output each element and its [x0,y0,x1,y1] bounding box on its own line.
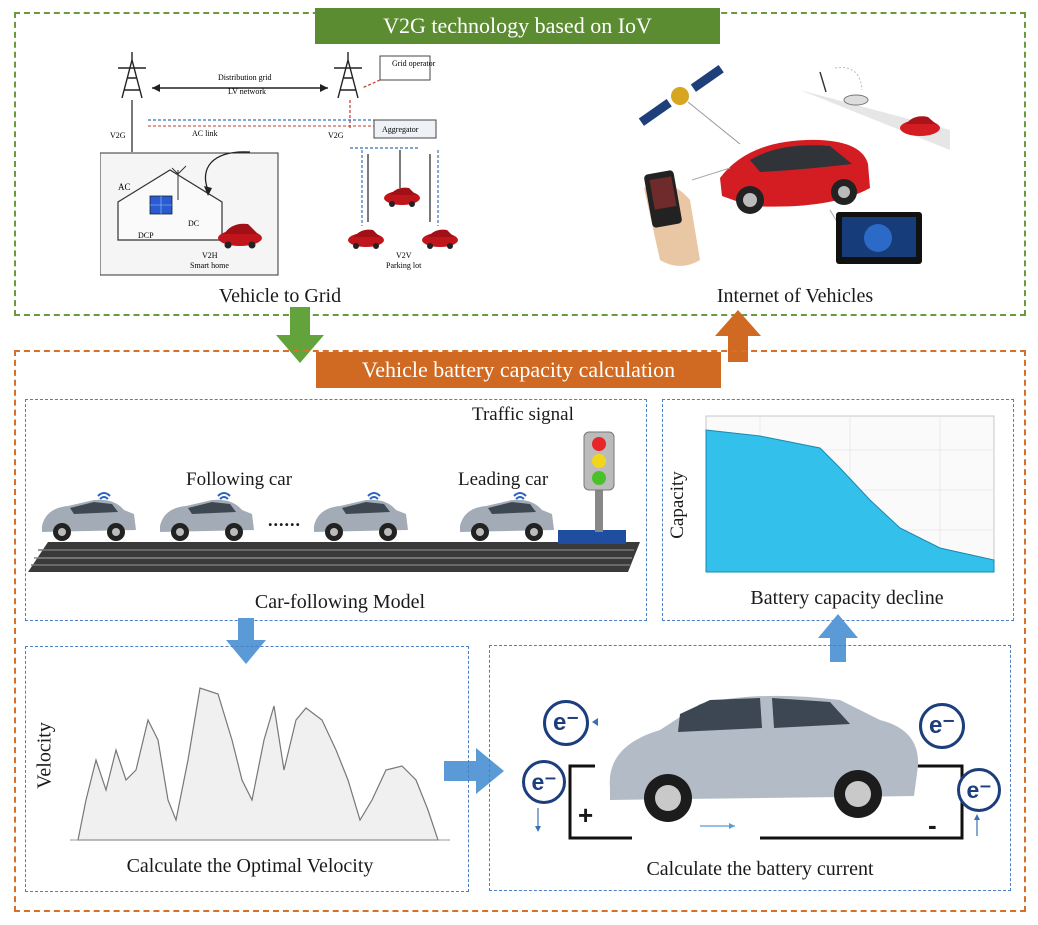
orange-up-arrow-icon [715,310,761,362]
electron-badge-topright: e⁻ [919,703,965,749]
dc-label: DC [188,219,199,228]
lv-network-label: LV network [228,87,266,96]
capacity-area [705,429,995,573]
traffic-light-icon [558,431,626,544]
electron-badge-right: e⁻ [957,768,1001,812]
car-following-panel [25,399,647,621]
capacity-chart-caption: Battery capacity decline [750,587,944,609]
ac-link-label: AC link [192,129,218,138]
parking-car-left-icon [348,229,384,249]
car-following-caption: Car-following Model [254,591,426,613]
grid-operator-label: Grid operator [392,59,436,68]
monitor-icon [836,212,922,264]
wifi-icon-2 [217,492,231,500]
power-tower-right-icon [334,52,362,99]
v2g-right-label: V2G [328,131,344,140]
distant-red-car-icon [900,116,940,136]
distant-white-car-icon [843,94,869,106]
dcp-label: DCP [138,231,154,240]
smart-home-label: Smart home [190,261,229,270]
smart-home-car-icon [218,223,262,249]
green-down-arrow-icon [276,307,324,363]
v2g-left-label: V2G [110,131,126,140]
capacity-ylabel: Capacity [667,471,688,539]
velocity-area [77,687,439,841]
silver-suv-icon [609,695,919,822]
leading-car-icon [460,499,554,541]
following-car-1-icon [42,499,136,541]
following-car-3-icon [314,499,408,541]
battery-calc-frame [14,350,1026,912]
power-tower-left-icon [118,52,146,99]
v2g-caption: Vehicle to Grid [218,285,342,307]
v2h-label: V2H [202,251,218,260]
velocity-ylabel: Velocity [33,722,56,789]
battery-circuit-diagram [535,695,980,840]
velocity-caption: Calculate the Optimal Velocity [126,855,374,877]
following-car-2-icon [160,499,254,541]
iov-caption: Internet of Vehicles [716,285,874,307]
cars-ellipsis: ...... [268,510,301,530]
parking-car-right-icon [422,229,458,249]
traffic-signal-label: Traffic signal [472,404,574,425]
velocity-profile-plot [70,687,450,841]
satellite-icon [638,64,724,126]
blue-down-arrow-icon [226,618,266,664]
v2g-grid-diagram: Distribution grid LV network Grid operat… [100,52,458,276]
smartphone-icon [644,170,700,266]
v2g-section-banner: V2G technology based on IoV [315,8,720,44]
electron-badge-left: e⁻ [522,760,566,804]
electron-badge-topleft: e⁻ [543,700,589,746]
aggregator-label: Aggregator [382,125,419,134]
distribution-grid-label: Distribution grid [218,73,272,82]
parking-car-top-icon [384,187,420,207]
leading-car-label: Leading car [458,469,549,490]
main-red-car-icon [720,139,870,214]
car-following-scene [28,431,640,572]
parking-lot-label: Parking lot [386,261,422,270]
blue-up-arrow-icon [818,614,858,662]
wifi-icon-3 [367,492,381,500]
wifi-icon-4 [513,492,527,500]
v2v-label: V2V [396,251,412,260]
battery-current-caption: Calculate the battery current [646,858,874,880]
wifi-icon-1 [97,492,111,500]
ac-label: AC [118,182,131,192]
negative-terminal-label: - [928,810,937,840]
following-car-label: Following car [186,469,293,490]
iov-illustration [638,64,950,266]
positive-terminal-label: + [578,800,594,830]
velocity-panel [25,646,469,892]
battery-section-banner: Vehicle battery capacity calculation [316,352,721,388]
capacity-decline-chart [705,415,995,573]
road [28,542,640,572]
battery-current-panel [489,645,1011,891]
